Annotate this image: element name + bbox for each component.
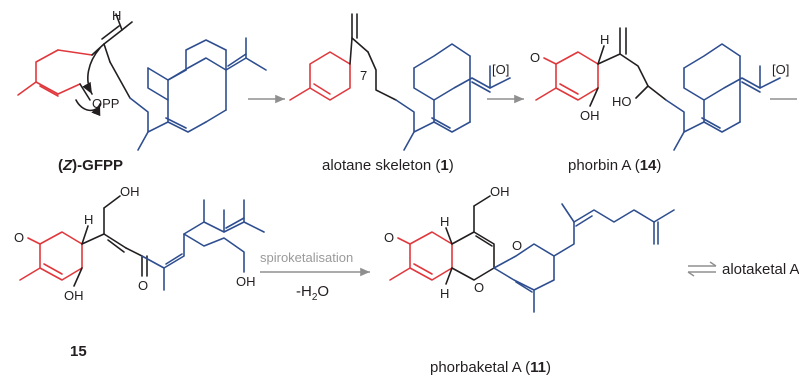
alotaketal-label: alotaketal A (9) (722, 261, 799, 278)
phorbaketal-ring-o2: O (474, 280, 484, 295)
phorbaketal-h-top: H (440, 214, 449, 229)
oxidation-label-2: [O] (772, 62, 789, 77)
phorbin-oh-group: OH (580, 108, 600, 123)
c15-oh-top: OH (120, 184, 140, 199)
alotane-c7-label: 7 (360, 68, 367, 83)
spiroketalisation-label: spiroketalisation (260, 250, 353, 265)
phorbaketal-ring-o1: O (512, 238, 522, 253)
phorbaketal-oh-group: OH (490, 184, 510, 199)
phorbaketal-structure: O H H OH O O (384, 184, 675, 313)
oxidation-label-1: [O] (492, 62, 509, 77)
phorbin-h-atom: H (600, 32, 609, 47)
phorbin-structure: O H HO OH (530, 27, 781, 151)
alotane-structure: 7 (289, 13, 511, 151)
gfpp-h-atom: H (112, 8, 121, 23)
phorbaketal-label: phorbaketal A (11) (430, 359, 551, 376)
c15-ketone-o: O (14, 230, 24, 245)
c15-oh-right: OH (236, 274, 256, 289)
phorbin-ketone-o: O (530, 50, 540, 65)
compound-15-structure: O H OH OH O OH (14, 184, 265, 303)
c15-oh-bottom: OH (64, 288, 84, 303)
alotane-label: alotane skeleton (1) (322, 157, 454, 174)
water-loss-label: -H2O (296, 283, 329, 303)
phorbaketal-ketone-o: O (384, 230, 394, 245)
c15-ketone-o2: O (138, 278, 148, 293)
phorbaketal-h-bottom: H (440, 286, 449, 301)
c15-h-atom: H (84, 212, 93, 227)
phorbin-label: phorbin A (14) (568, 157, 661, 174)
phorbin-ho-group: HO (612, 94, 632, 109)
gfpp-opp-group: OPP (92, 96, 119, 111)
gfpp-structure: H OPP (17, 8, 267, 151)
gfpp-label: (Z)-GFPP (58, 157, 123, 174)
compound-15-label: 15 (70, 343, 87, 360)
equilibrium-arrows (687, 261, 717, 277)
